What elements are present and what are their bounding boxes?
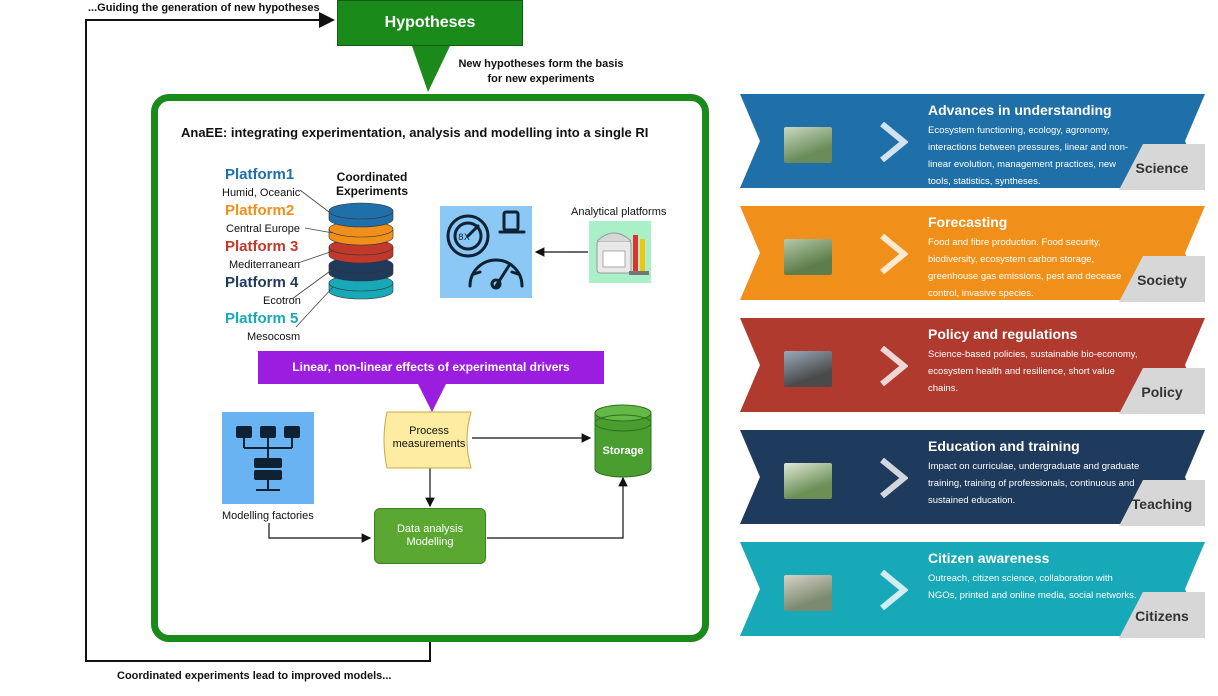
- storage-label: Storage: [602, 445, 644, 457]
- platform-1-name: Platform1: [225, 166, 295, 183]
- platform-3-name: Platform 3: [225, 238, 299, 255]
- platform-connector-3: [297, 250, 334, 264]
- platform-5-name: Platform 5: [225, 310, 299, 327]
- panel-title: Education and training: [928, 438, 1080, 454]
- drivers-banner: Linear, non-linear effects of experiment…: [258, 351, 604, 384]
- panel-title: Forecasting: [928, 214, 1008, 230]
- chevron-right-icon: [880, 458, 908, 498]
- coordinated-label: Coordinated Experiments: [335, 170, 409, 198]
- platform-connector-4: [291, 268, 334, 300]
- panel-title: Citizen awareness: [928, 550, 1050, 566]
- svg-text:8X: 8X: [458, 233, 470, 243]
- basis-label: New hypotheses form the basis for new ex…: [458, 58, 624, 85]
- panel-badge: Society: [1137, 272, 1187, 288]
- platform-2-sublabel: Central Europe: [226, 223, 300, 235]
- panel-title: Policy and regulations: [928, 326, 1078, 342]
- panel-badge-shape: [1119, 480, 1205, 526]
- platform-4-name: Platform 4: [225, 274, 299, 291]
- chevron-right-icon: [880, 234, 908, 274]
- panel-badge-shape: [1119, 592, 1205, 638]
- panel-photo: [784, 239, 832, 275]
- platform-disk-1: [328, 202, 394, 228]
- platform-connector-2: [304, 227, 334, 234]
- hypotheses-box: Hypotheses: [337, 0, 523, 46]
- panel-teaching: Education and training Impact on curricu…: [740, 430, 1205, 526]
- panel-badge-shape: [1119, 256, 1205, 302]
- panel-badge-shape: [1119, 368, 1205, 414]
- panel-science: Advances in understanding Ecosystem func…: [740, 94, 1205, 190]
- guiding-label: ...Guiding the generation of new hypothe…: [88, 2, 320, 14]
- bottom-label: Coordinated experiments lead to improved…: [117, 670, 392, 682]
- panel-title: Advances in understanding: [928, 102, 1112, 118]
- chevron-right-icon: [880, 346, 908, 386]
- lab-equipment-icon: [589, 221, 651, 283]
- main-title: AnaEE: integrating experimentation, anal…: [181, 125, 649, 140]
- chevron-right-icon: [880, 570, 908, 610]
- panel-description: Food and fibre production. Food security…: [928, 237, 1122, 299]
- platform-stack: [291, 189, 394, 328]
- server-network-icon: [222, 412, 314, 504]
- platform-5-sublabel: Mesocosm: [247, 331, 301, 343]
- panel-citizens: Citizen awareness Outreach, citizen scie…: [740, 542, 1205, 638]
- panel-description: Impact on curriculae, undergraduate and …: [928, 461, 1140, 506]
- storage-cylinder: [594, 404, 652, 478]
- panel-badge-shape: [1119, 144, 1205, 190]
- platform-connector-1: [299, 189, 334, 216]
- panel-badge: Teaching: [1131, 496, 1193, 512]
- platform-2-name: Platform2: [225, 202, 295, 219]
- platform-4-sublabel: Ecotron: [263, 295, 301, 307]
- panel-society: Forecasting Food and fibre production. F…: [740, 206, 1205, 302]
- panel-photo: [784, 127, 832, 163]
- panel-description: Ecosystem functioning, ecology, agronomy…: [928, 125, 1129, 187]
- platform-connector-5: [295, 286, 334, 328]
- panel-ribbon: [740, 430, 1205, 524]
- platform-1-sublabel: Humid, Oceanic: [222, 187, 301, 199]
- panel-ribbon: [740, 94, 1205, 188]
- panel-policy: Policy and regulations Science-based pol…: [740, 318, 1205, 414]
- panel-badge: Science: [1135, 160, 1189, 176]
- process-measurements-shape: [383, 411, 472, 469]
- panel-badge: Policy: [1141, 384, 1183, 400]
- analytical-label: Analytical platforms: [571, 206, 667, 218]
- panel-photo: [784, 351, 832, 387]
- data-analysis-box: Data analysis Modelling: [374, 508, 486, 564]
- process-measurements: Process measurements: [392, 425, 466, 450]
- panel-badge: Citizens: [1135, 608, 1189, 624]
- gauge-icon: 8X: [440, 206, 532, 298]
- panel-ribbon: [740, 318, 1205, 412]
- panel-description: Science-based policies, sustainable bio-…: [928, 349, 1138, 394]
- platform-3-sublabel: Mediterranean: [229, 259, 300, 271]
- panel-description: Outreach, citizen science, collaboration…: [928, 573, 1137, 601]
- panel-photo: [784, 463, 832, 499]
- panel-ribbon: [740, 542, 1205, 636]
- panel-photo: [784, 575, 832, 611]
- chevron-right-icon: [880, 122, 908, 162]
- diagram-arrows: [268, 247, 628, 543]
- modelling-factories-label: Modelling factories: [222, 510, 314, 522]
- panel-ribbon: [740, 206, 1205, 300]
